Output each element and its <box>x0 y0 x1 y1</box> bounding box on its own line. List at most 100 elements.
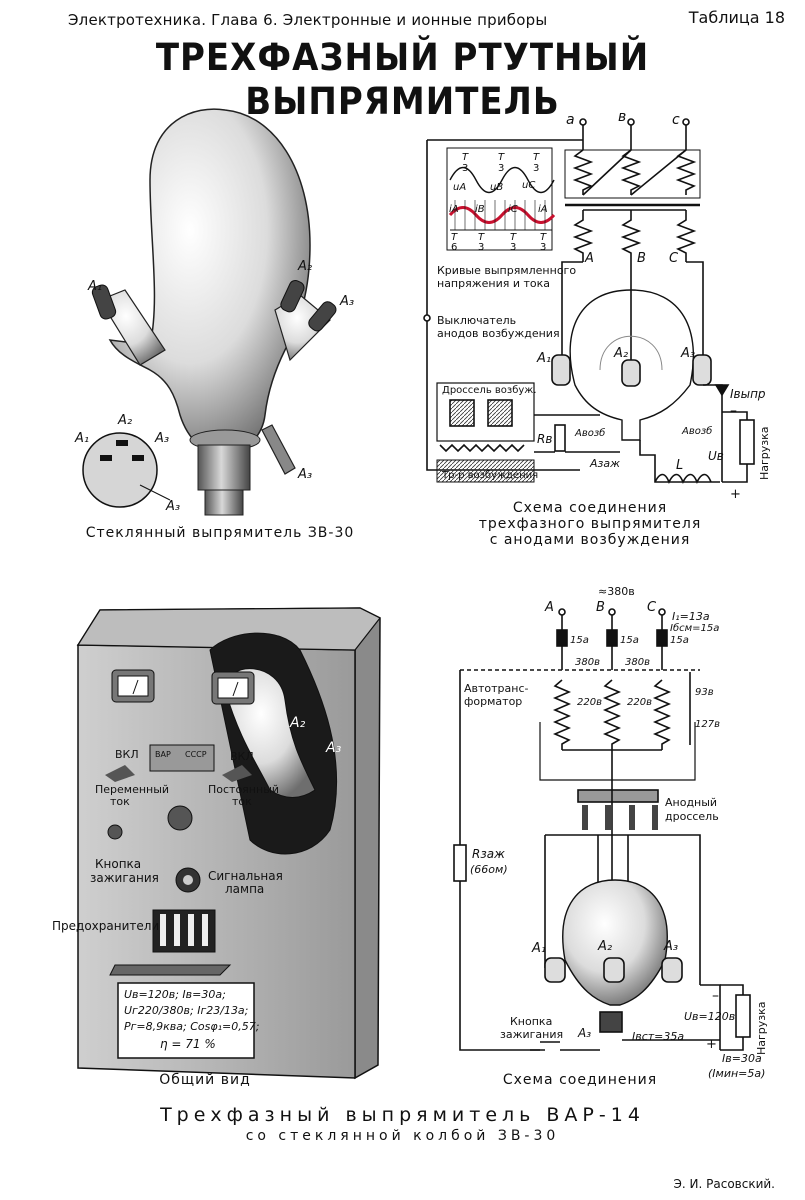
wave-ua: uA <box>453 182 466 193</box>
caption-scheme-top-3: с анодами возбуждения <box>489 532 691 548</box>
caption-glass-rectifier: Стеклянный выпрямитель ЗВ-30 <box>85 525 355 541</box>
terminal-minus: – <box>730 403 737 419</box>
current-imin: (Iмин=5a) <box>708 1067 765 1080</box>
winding-b: B <box>637 251 646 266</box>
wave-ub: uB <box>490 182 503 193</box>
wave-tb1d: 6 <box>451 242 457 253</box>
autotrans-1: Автотранс- <box>464 682 529 695</box>
wave-tb4: T <box>540 232 547 243</box>
sch-anode-a3: A₃ <box>663 939 678 954</box>
wave-t3d: 3 <box>533 163 539 174</box>
label-dc-1: Постоянный <box>208 783 279 796</box>
anode-zaj: Aзаж <box>589 457 620 470</box>
inductor-l: L <box>676 458 683 473</box>
v220-a: 220в <box>577 697 602 708</box>
scheme-var14: ≈380в A B C I₁=13a 15a 15a 15a Iбсм=15a … <box>453 585 768 1080</box>
fuse-2: 15a <box>620 635 639 646</box>
wave-tb1: T <box>451 232 458 243</box>
spec-line-2: Uг220/380в; Iг23/13a; <box>124 1004 248 1017</box>
wave-t1d: 3 <box>462 163 468 174</box>
wave-tb3: T <box>510 232 517 243</box>
current-ivst: Iвст=35a <box>632 1030 684 1043</box>
caption-general-view: Общий вид <box>159 1072 251 1088</box>
sch-plus: + <box>706 1037 717 1052</box>
bulb-cross-section <box>82 432 158 508</box>
anode-choke-1: Анодный <box>665 796 717 809</box>
bulb-arm-right-low <box>261 424 296 475</box>
wave-tb4d: 3 <box>540 242 546 253</box>
lamp-label-2: лампа <box>225 882 264 896</box>
ign-button-1: Кнопка <box>510 1015 552 1028</box>
resistor-rzaj: Rзаж <box>472 847 505 861</box>
phase-a: a <box>566 112 575 128</box>
wave-ic: iC <box>508 204 518 215</box>
bulb-label-a3-low: A₃ <box>297 467 312 482</box>
wave-tb3d: 3 <box>510 242 516 253</box>
switch-vkl-right: ВКЛ <box>230 750 254 763</box>
wave-ib: iB <box>475 204 485 215</box>
v380-a: 380в <box>575 657 600 668</box>
excitation-transformer-label: Тр-р возбуждения <box>441 470 538 481</box>
wave-t1: T <box>462 152 469 163</box>
bulb-label-a2: A₂ <box>297 259 312 274</box>
section-label-a3b: A₃ <box>165 499 180 514</box>
caption-scheme-bottom: Схема соединения <box>502 1072 658 1088</box>
button-label-1: Кнопка <box>95 857 141 871</box>
voltage-ub: Uв=120в <box>684 1010 735 1023</box>
anode-voz-1: Aвозб <box>574 427 605 439</box>
wave-t2d: 3 <box>498 163 504 174</box>
cabinet-a3: A₃ <box>325 740 342 756</box>
sch-anode-a2: A₂ <box>597 939 612 954</box>
header-book-chapter: Электротехника. Глава 6. Электронные и и… <box>68 11 548 29</box>
current-i1: I₁=13a <box>672 610 710 623</box>
v93: 93в <box>695 687 714 698</box>
choke-label: Дроссель возбуж. <box>442 385 537 396</box>
anode-a3: A₃ <box>680 346 695 361</box>
current-ib: Iв=30a <box>722 1052 762 1065</box>
load-label: Нагрузка <box>758 426 771 480</box>
anode-a2: A₂ <box>613 346 628 361</box>
fuses-label: Предохранители <box>52 919 159 933</box>
switch-label-2: анодов возбуждения <box>437 327 560 340</box>
cabinet-drawing: A₂ A₃ ВАР СССР ВКЛ Переменный ток ВКЛ По… <box>52 607 381 1080</box>
phase-A: A <box>544 600 554 615</box>
v220-b: 220в <box>627 697 652 708</box>
anode-a1: A₁ <box>536 351 551 366</box>
sch-load-label: Нагрузка <box>755 1001 768 1055</box>
button-label-2: зажигания <box>90 871 159 885</box>
phase-C: C <box>647 600 657 615</box>
wave-tb2: T <box>478 232 485 243</box>
current-i-vypr: Iвыпр <box>730 387 766 401</box>
curves-label-2: напряжения и тока <box>437 277 550 290</box>
v380-top: ≈380в <box>598 585 635 598</box>
plate-var: ВАР <box>155 750 171 759</box>
bottom-subtitle: со стеклянной колбой ЗВ-30 <box>245 1128 560 1144</box>
section-label-a1: A₁ <box>74 431 89 446</box>
label-dc-2: ток <box>232 795 252 808</box>
wave-ia2: iA <box>538 204 548 215</box>
scheme-excitation-anodes: a в c A B C <box>423 109 771 502</box>
spec-line-1: Uв=120в; Iв=30a; <box>124 988 226 1001</box>
plate-ussr: СССР <box>185 750 207 759</box>
wave-ia: iA <box>449 204 459 215</box>
sch-anode-a1: A₁ <box>531 941 546 956</box>
caption-scheme-top-1: Схема соединения <box>512 500 668 516</box>
bulb-label-a3: A₃ <box>339 294 354 309</box>
v127: 127в <box>695 719 720 730</box>
switch-vkl-left: ВКЛ <box>115 748 139 761</box>
phase-B: B <box>596 600 605 615</box>
sch-anode-a3b: A₃ <box>577 1026 591 1040</box>
section-label-a3: A₃ <box>154 431 169 446</box>
fuse-3: 15a <box>670 635 689 646</box>
bulb-label-a1: A₁ <box>87 279 102 294</box>
wave-t3: T <box>533 152 540 163</box>
voltage-u-v: Uв <box>708 449 724 463</box>
phase-c: c <box>672 112 680 128</box>
current-ibsm: Iбсм=15a <box>670 622 719 634</box>
header-table-number: Таблица 18 <box>688 8 785 27</box>
sch-minus: – <box>712 988 719 1004</box>
autotrans-2: форматор <box>464 695 522 708</box>
ign-button-2: зажигания <box>500 1028 563 1041</box>
section-label-a2: A₂ <box>117 413 132 428</box>
